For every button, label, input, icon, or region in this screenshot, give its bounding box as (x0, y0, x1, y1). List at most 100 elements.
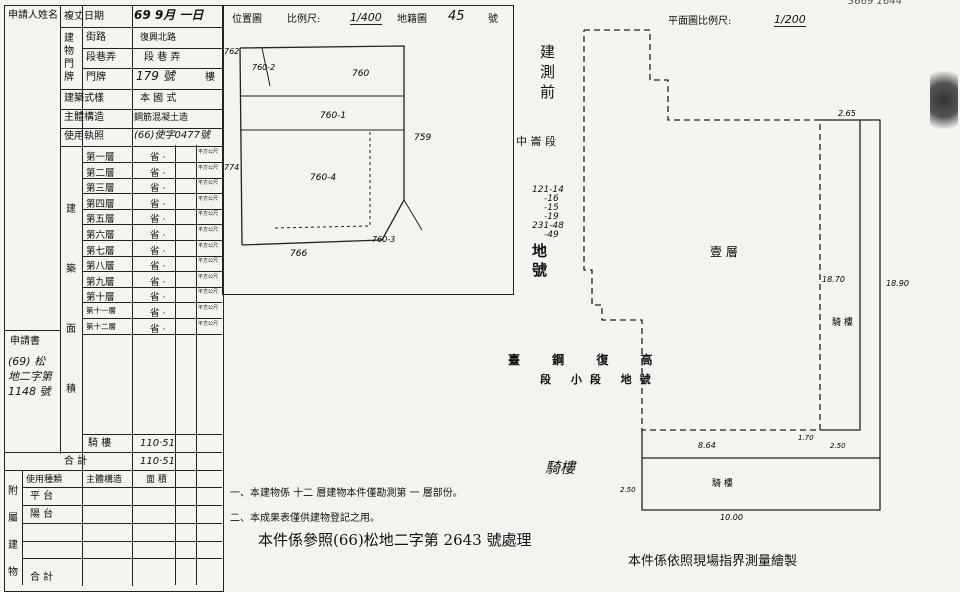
dim-1-70: 1.70 (798, 434, 814, 442)
floor-value-11: 省 · (150, 308, 166, 319)
floor-unit-2: 平方公尺 (198, 164, 219, 171)
street-value: 復興北路 (140, 33, 177, 43)
style-label: 建築式樣 (64, 93, 104, 104)
location-map-frame (222, 5, 514, 295)
floor-name-5: 第五層 (86, 214, 115, 226)
floor-name-8: 第八層 (86, 261, 115, 273)
lot-label: 地號 (532, 242, 548, 279)
district-label: 建測前 (540, 43, 556, 101)
floor-name-4: 第四層 (86, 198, 115, 210)
structure-label: 主體構造 (64, 112, 104, 123)
license-value: (66)使字0477號 (134, 130, 210, 141)
review-date-label: 複丈日期 (64, 11, 104, 22)
floor-name-1: 第一層 (86, 152, 115, 163)
location-scale-label: 比例尺: (287, 14, 321, 25)
floor-unit-10: 平方公尺 (198, 289, 219, 296)
floor-unit-9: 平方公尺 (198, 273, 219, 280)
annex-structure-label: 主體構造 (86, 475, 123, 485)
floor-name-11: 第十一層 (86, 306, 116, 315)
floor-value-10: 省 · (150, 292, 166, 304)
dim-10-00: 10.00 (720, 513, 743, 522)
floor-plan-drawing: 壹 層 騎 樓 騎 樓 2.65 18.70 18.90 8.64 1.70 2… (583, 29, 909, 522)
floor-unit-4: 平方公尺 (198, 195, 219, 202)
lane-label: 段巷弄 (86, 52, 116, 63)
reference-note: 本件係參照(66)松地二字第 2643 號處理 (258, 531, 532, 549)
application-value: (69) 松地二字第 1148 號 (8, 355, 52, 398)
floor-name-6: 第六層 (86, 230, 115, 241)
legend-row-2: 段 小段 地號 (540, 373, 659, 386)
section-label: 中 崙 段 (516, 135, 556, 148)
floor-value-7: 省 · (150, 245, 166, 257)
annex-total-label: 合 計 (30, 572, 54, 583)
lot-760-3: 760-3 (372, 235, 395, 244)
arcade-label: 騎 樓 (88, 438, 112, 449)
lot-760-4: 760-4 (310, 173, 336, 183)
floor-value-9: 省 · (150, 276, 166, 288)
annex-row-balcony: 陽 台 (30, 509, 54, 520)
number-value: 179 號 (136, 69, 175, 83)
plan-lot-4: 231-48 (532, 221, 564, 231)
total-label: 合 計 (64, 456, 88, 467)
lot-774: 774 (224, 163, 239, 172)
application-label: 申請書 (10, 336, 40, 347)
scan-speck (930, 60, 958, 140)
annex-area-label: 面 積 (146, 475, 167, 485)
arcade-right-label: 騎 樓 (832, 316, 853, 328)
floor-value-3: 省 · (150, 183, 166, 195)
area-side-label: 建築面積 (66, 204, 76, 395)
floor-name-3: 第三層 (86, 183, 115, 195)
lot-766: 766 (290, 249, 307, 259)
lane-value: 段 巷 弄 (144, 52, 181, 63)
cadastral-sheet-value: 45 (448, 9, 465, 24)
cadastral-sheet-suffix: 號 (488, 14, 498, 25)
arcade-handwritten: 騎樓 (545, 459, 576, 477)
lot-760: 760 (352, 69, 369, 79)
street-label: 街路 (86, 32, 106, 43)
location-map-title: 位置圖 (232, 14, 262, 25)
survey-footer: 本件係依照現場指界測量繪製 (628, 554, 798, 569)
lot-760-2: 760-2 (252, 63, 275, 72)
floor-value-4: 省 · (150, 198, 166, 210)
note-line-1: 一、本建物係 十二 層建物本件僅勘測第 一 層部份。 (230, 488, 463, 499)
location-map-drawing: 760 760-1 760-2 760-4 759 774 766 762 76… (224, 45, 431, 259)
cadastral-sheet-label: 地籍圖 (397, 14, 427, 25)
note-line-2: 二、本成果表僅供建物登記之用。 (230, 513, 380, 524)
dim-2-65: 2.65 (838, 109, 856, 118)
floor-value-1: 省 · (150, 152, 166, 163)
dim-2-50: 2.50 (830, 442, 846, 450)
review-date-value: 69 9月 一日 (134, 8, 204, 22)
plan-scale-title: 平面圖比例尺: (668, 16, 732, 27)
number-label: 門牌 (86, 72, 106, 83)
annex-row-platform: 平 台 (30, 491, 54, 502)
floor-name-9: 第九層 (86, 276, 115, 288)
floor-name-7: 第七層 (86, 245, 115, 257)
floor-unit-8: 平方公尺 (198, 258, 219, 265)
structure-value: 鋼筋混凝土造 (134, 113, 189, 123)
dim-18-70: 18.70 (822, 275, 845, 284)
applicant-label: 申請人姓名 (8, 10, 58, 21)
lot-760-1: 760-1 (320, 111, 346, 121)
plan-lot-2: -15 (544, 203, 559, 213)
floor-value-2: 省 · (150, 167, 166, 179)
floor-unit-3: 平方公尺 (198, 180, 219, 187)
floor-name-10: 第十層 (86, 292, 115, 304)
floor-unit-6: 平方公尺 (198, 227, 219, 233)
location-scale-value: 1/400 (350, 11, 382, 25)
dim-18-90: 18.90 (886, 279, 909, 288)
license-label: 使用執照 (64, 131, 104, 142)
plan-lot-5: -49 (544, 230, 559, 240)
plan-scale-value: 1/200 (774, 13, 806, 27)
dim-2-50-b: 2.50 (620, 486, 636, 494)
floor-value-5: 省 · (150, 214, 166, 226)
floor-value-8: 省 · (150, 261, 166, 273)
floor-name-2: 第二層 (86, 167, 115, 179)
floor-unit-7: 平方公尺 (198, 242, 219, 249)
total-value: 110·51 (140, 456, 175, 467)
plan-lot-1: -16 (544, 194, 559, 204)
arcade-bottom-label: 騎 樓 (712, 477, 733, 489)
floor-unit-12: 平方公尺 (198, 320, 219, 327)
plan-lot-3: -19 (544, 212, 559, 222)
annex-label: 附屬建物 (8, 486, 18, 578)
dim-8-64: 8.64 (698, 441, 716, 450)
door-label: 建物門牌 (64, 33, 74, 83)
